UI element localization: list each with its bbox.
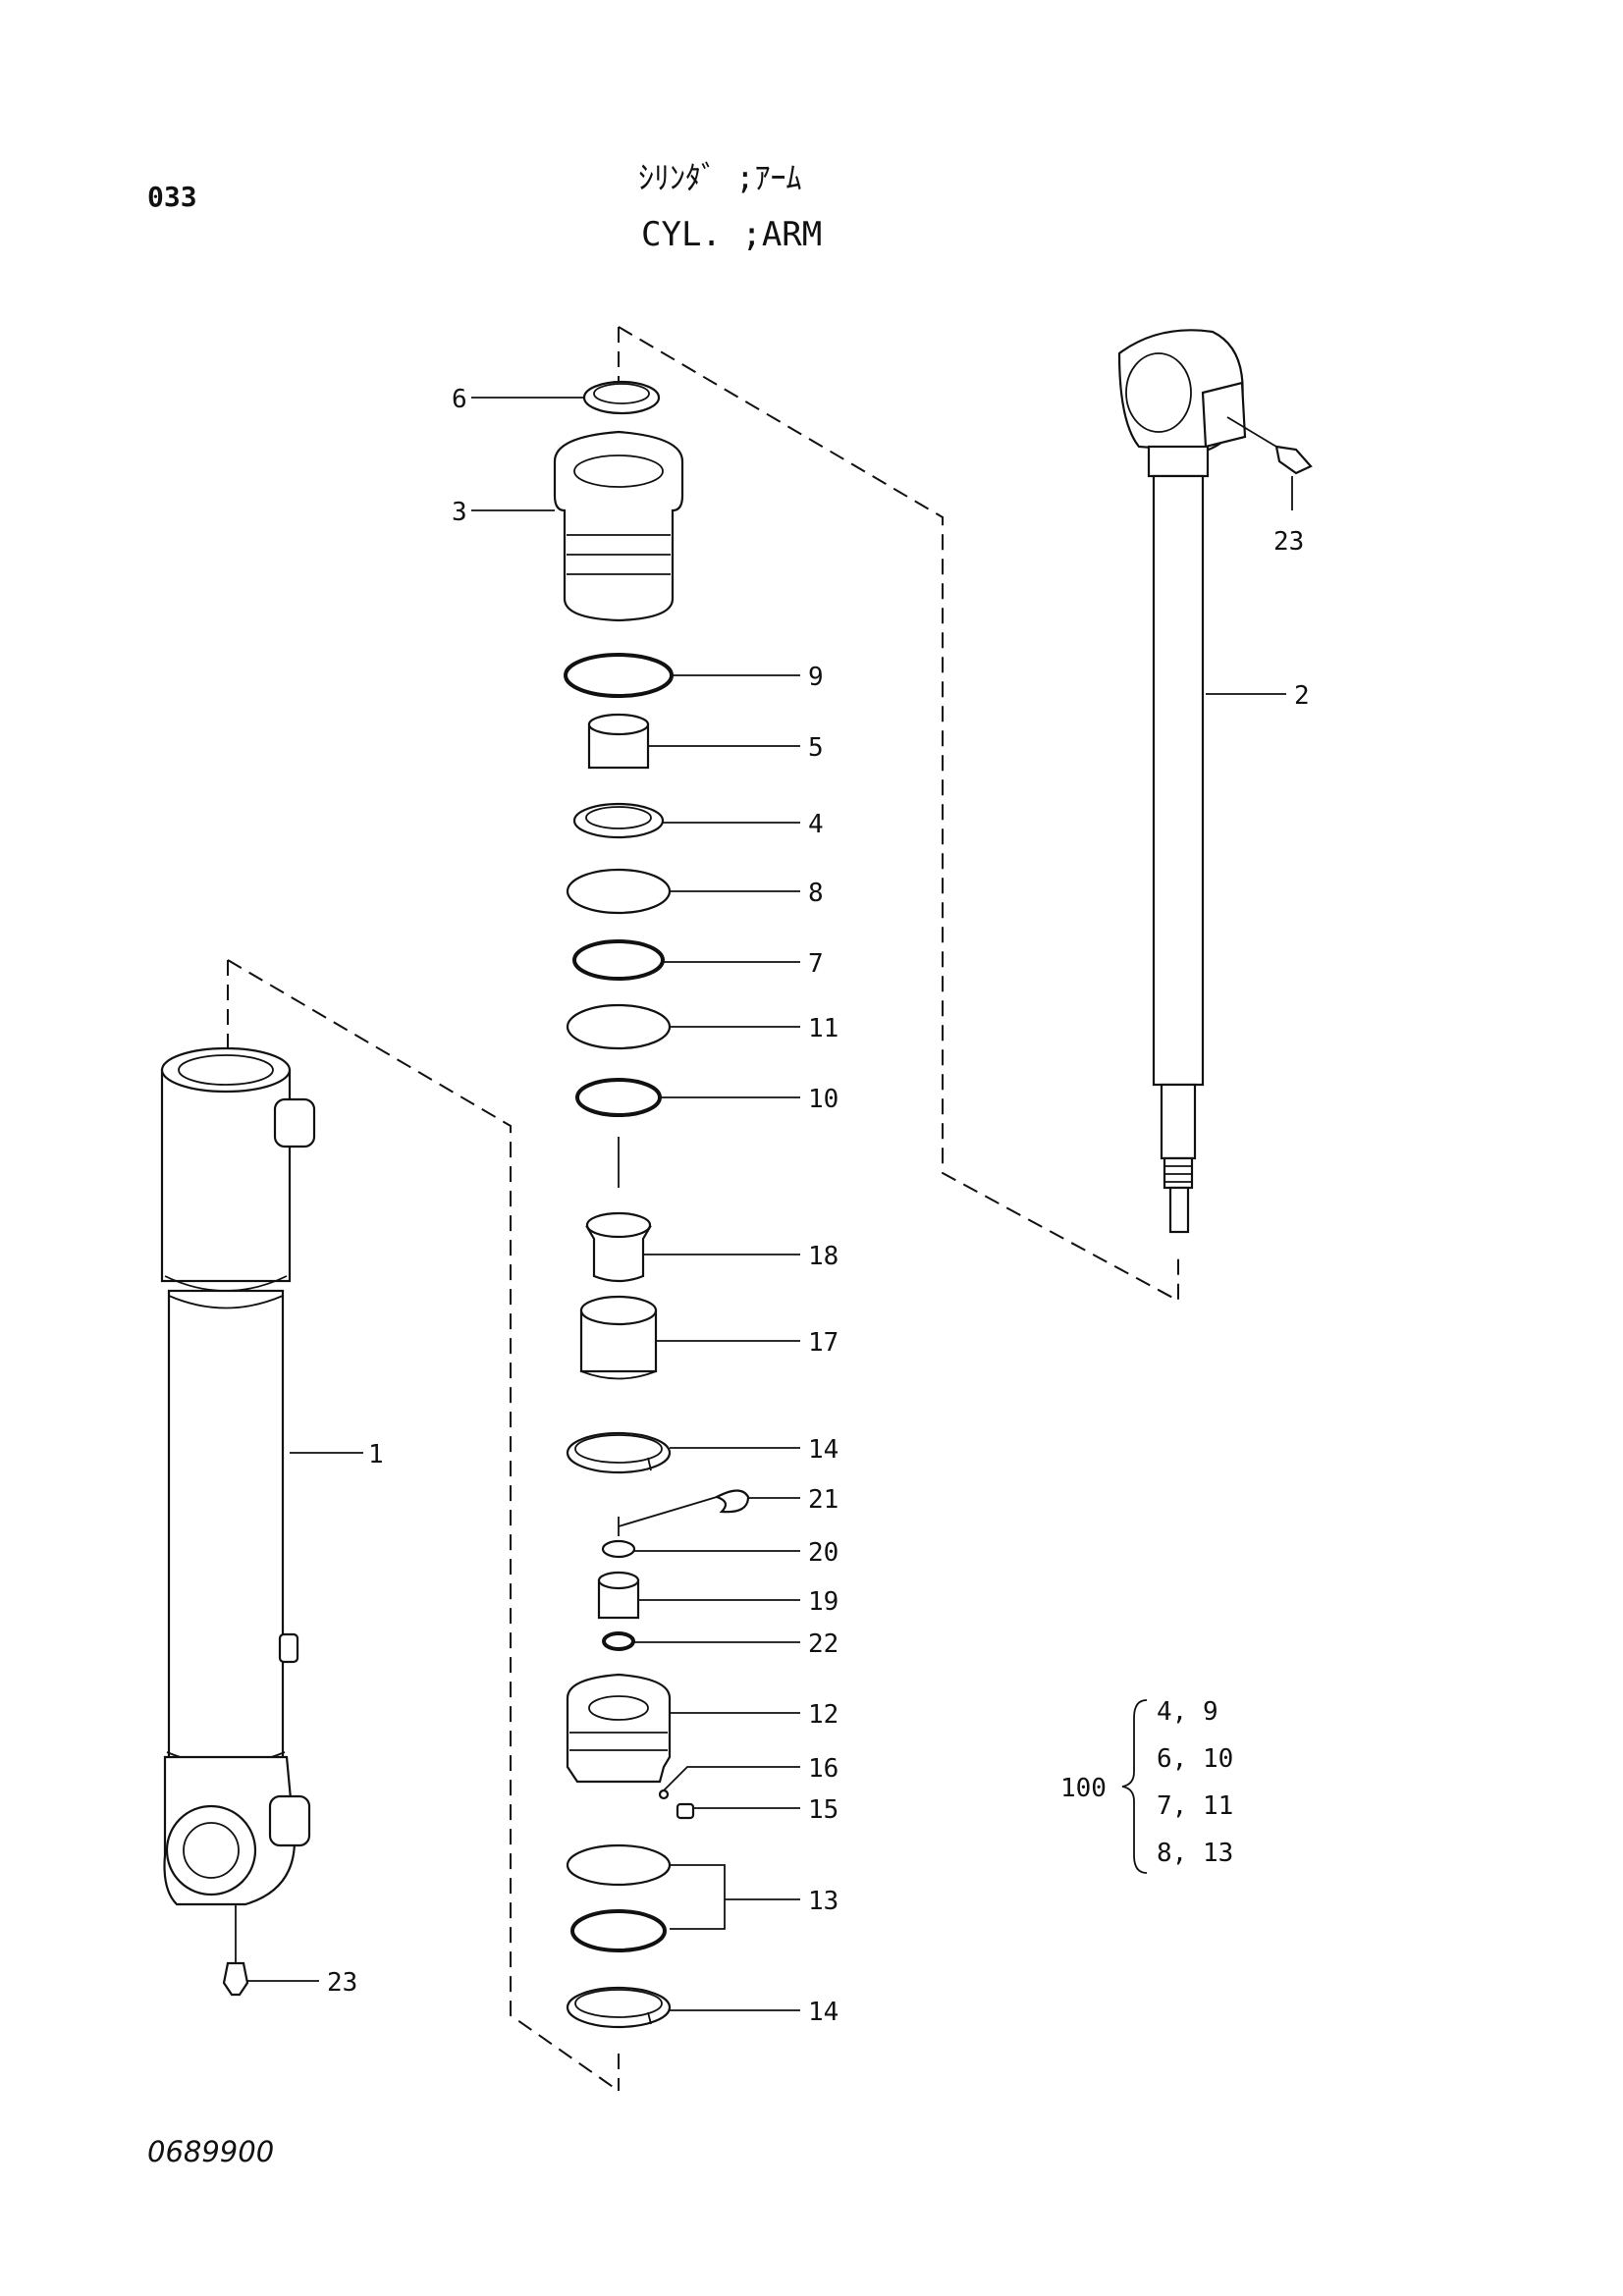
callout-16: 16 xyxy=(808,1754,839,1784)
backup-ring-part-8 xyxy=(566,868,672,915)
title-japanese: ｼﾘﾝﾀﾞ ;ｱｰﾑ xyxy=(638,159,802,196)
callout-18: 18 xyxy=(808,1242,839,1271)
ring-part-22 xyxy=(602,1631,635,1651)
callout-19: 19 xyxy=(808,1587,839,1617)
callout-20: 20 xyxy=(808,1538,839,1568)
leader-lines xyxy=(247,397,1293,2011)
sleeve-part-17 xyxy=(579,1295,658,1380)
snap-ring-part-21 xyxy=(714,1489,750,1514)
callout-23-tube: 23 xyxy=(327,1968,357,1998)
seal-kit-part-13 xyxy=(566,1843,672,1952)
title-english: CYL. ;ARM xyxy=(641,215,822,254)
o-ring-part-7 xyxy=(572,939,665,981)
assembly-dashed-lines xyxy=(227,326,1179,2092)
cushion-ring-part-18 xyxy=(585,1211,652,1283)
callout-2: 2 xyxy=(1294,681,1310,711)
bushing-part-5 xyxy=(587,713,650,770)
callout-13: 13 xyxy=(808,1887,839,1916)
callout-6: 6 xyxy=(452,385,467,414)
leader-21-aux xyxy=(618,1496,718,1527)
kit-item-2: 6, 10 xyxy=(1157,1744,1233,1774)
cylinder-head-part xyxy=(553,430,684,622)
callout-1: 1 xyxy=(368,1440,384,1469)
callout-14-top: 14 xyxy=(808,1435,839,1465)
page-code: 033 xyxy=(147,181,197,213)
callout-4: 4 xyxy=(808,810,824,839)
callout-5: 5 xyxy=(808,733,824,763)
kit-item-4: 8, 13 xyxy=(1157,1839,1233,1868)
callout-15: 15 xyxy=(808,1795,839,1825)
callout-8: 8 xyxy=(808,879,824,908)
dust-seal-part xyxy=(582,380,661,415)
callout-9: 9 xyxy=(808,663,824,692)
slide-ring-part-14-top xyxy=(566,1431,672,1474)
backup-ring-part-11 xyxy=(566,1003,672,1050)
callout-labels: 6 3 9 5 4 8 7 11 10 18 17 14 21 20 19 22… xyxy=(327,385,1310,2027)
kit-item-3: 7, 11 xyxy=(1157,1791,1233,1821)
o-ring-part-10 xyxy=(575,1078,662,1117)
kit-legend: 100 4, 9 6, 10 7, 11 8, 13 xyxy=(1060,1697,1233,1874)
kit-brace xyxy=(1121,1699,1148,1874)
piston-part-12 xyxy=(566,1673,695,1820)
piston-rod-part xyxy=(1117,329,1313,1234)
callout-12: 12 xyxy=(808,1700,839,1730)
cylinder-tube-part xyxy=(160,1046,316,1997)
callout-11: 11 xyxy=(808,1014,839,1043)
washer-part-20 xyxy=(601,1539,636,1559)
drawing-number: 0689900 xyxy=(147,2135,274,2168)
kit-item-1: 4, 9 xyxy=(1157,1697,1218,1727)
callout-7: 7 xyxy=(808,949,824,979)
callout-14-bottom: 14 xyxy=(808,1998,839,2027)
kit-label: 100 xyxy=(1060,1774,1107,1803)
seal-part-4 xyxy=(572,802,665,839)
callout-3: 3 xyxy=(452,498,467,527)
callout-10: 10 xyxy=(808,1085,839,1114)
o-ring-part-9 xyxy=(564,653,674,698)
callout-17: 17 xyxy=(808,1328,839,1358)
slide-ring-part-14-bottom xyxy=(566,1986,672,2029)
callout-23-rod: 23 xyxy=(1273,527,1304,557)
callout-22: 22 xyxy=(808,1629,839,1659)
callout-21: 21 xyxy=(808,1485,839,1515)
pin-part-19 xyxy=(597,1571,640,1620)
